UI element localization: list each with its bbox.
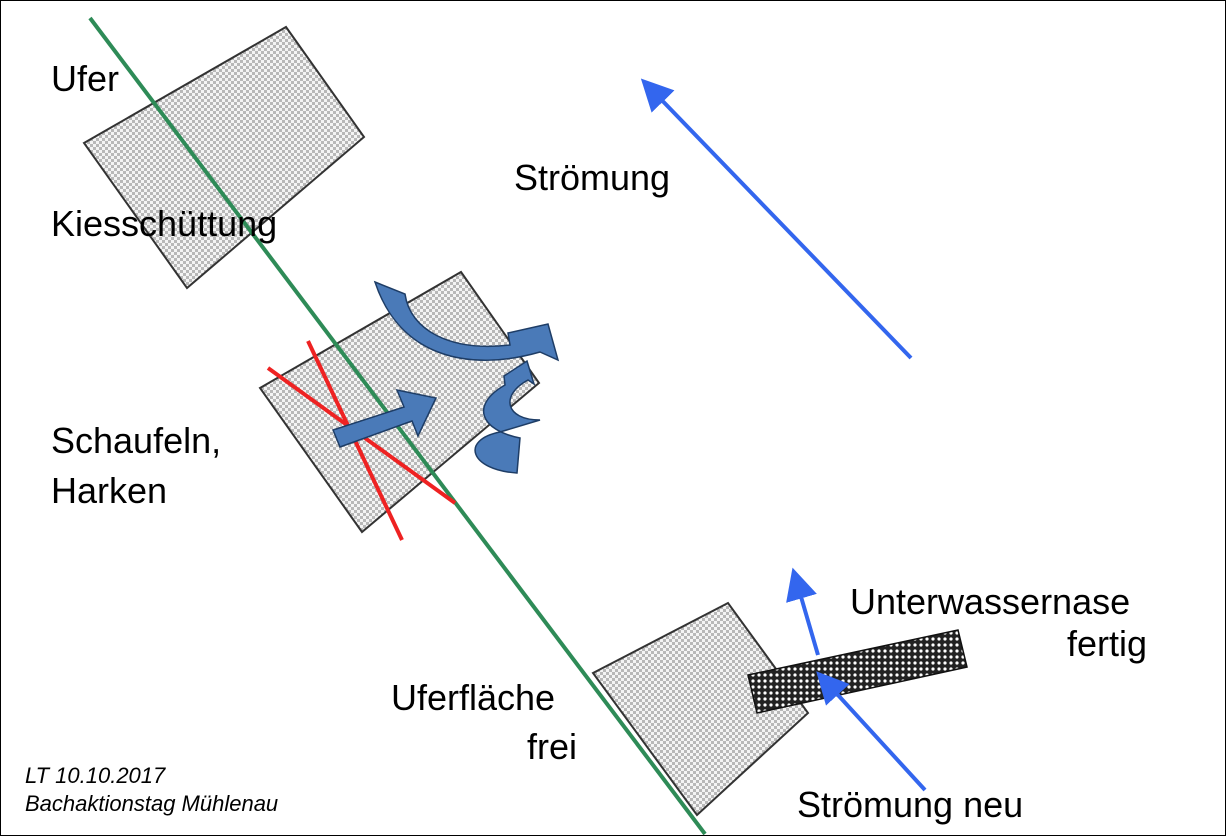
label-frei: frei — [527, 726, 578, 767]
flow-arrow-new-up — [786, 567, 820, 656]
gravel-patch-top — [82, 25, 366, 290]
label-stroemung: Strömung — [514, 157, 671, 198]
curved-arrow-upper — [373, 280, 560, 362]
label-kiesschuettung: Kiesschüttung — [51, 203, 278, 244]
label-fertig: fertig — [1067, 623, 1148, 664]
label-ufer: Ufer — [51, 58, 120, 99]
label-unterwassernase: Unterwassernase — [850, 581, 1131, 622]
unterwassernase-bar — [747, 629, 968, 714]
curved-arrow-lower — [474, 359, 541, 474]
footer-event: Bachaktionstag Mühlenau — [25, 791, 279, 816]
block-arrow-straight — [331, 388, 438, 448]
footer-date: LT 10.10.2017 — [25, 763, 166, 788]
gravel-patch-bottom — [591, 601, 810, 817]
flow-arrow-new-in — [816, 671, 927, 792]
label-uferflaeche: Uferfläche — [391, 677, 556, 718]
label-stroemung-neu: Strömung neu — [797, 784, 1024, 825]
label-schaufeln: Schaufeln, — [51, 420, 222, 461]
flow-arrow-main — [640, 78, 913, 360]
label-harken: Harken — [51, 470, 168, 511]
